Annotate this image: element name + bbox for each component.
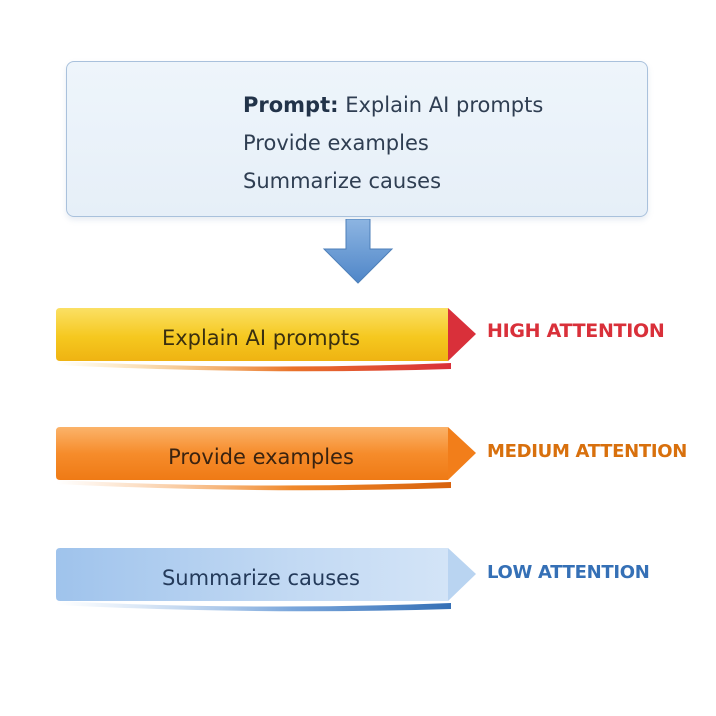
band-medium-shape <box>56 427 476 491</box>
attention-high: HIGH ATTENTION <box>487 320 665 342</box>
band-high-label: Explain AI prompts <box>161 326 361 350</box>
prompt-first: Explain AI prompts <box>345 93 544 117</box>
band-low-shape <box>56 548 476 612</box>
attention-low: LOW ATTENTION <box>487 562 650 583</box>
down-arrow-icon <box>322 219 394 284</box>
prompt-line-3: Summarize causes <box>243 169 442 193</box>
band-medium-label: Provide examples <box>168 445 354 469</box>
band-low-label: Summarize causes <box>161 566 361 590</box>
prompt-text: Prompt: Explain AI prompts Provide examp… <box>243 86 543 200</box>
prompt-line-2: Provide examples <box>243 131 429 155</box>
attention-medium: MEDIUM ATTENTION <box>487 441 688 462</box>
band-low: Summarize causes <box>56 545 476 623</box>
band-medium: Provide examples <box>56 424 476 502</box>
prompt-key: Prompt: <box>243 93 339 117</box>
prompt-box: Prompt: Explain AI prompts Provide examp… <box>66 61 648 217</box>
band-high: Explain AI prompts <box>56 305 476 383</box>
band-high-shape <box>56 308 476 372</box>
prompt-line-1: Prompt: Explain AI prompts <box>243 86 543 124</box>
